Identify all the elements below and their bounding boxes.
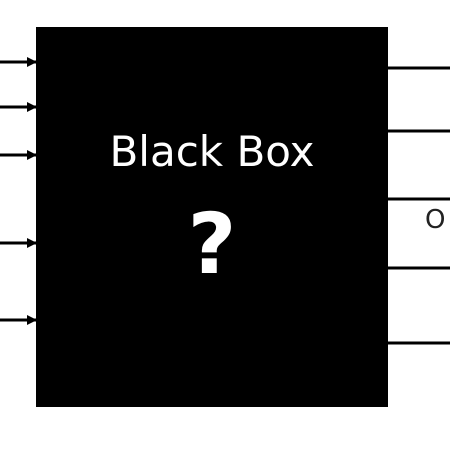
- box-title: Black Box: [109, 127, 315, 176]
- black-box: [36, 27, 388, 407]
- question-mark-icon: ?: [187, 195, 237, 293]
- output-label-partial: O: [425, 205, 446, 235]
